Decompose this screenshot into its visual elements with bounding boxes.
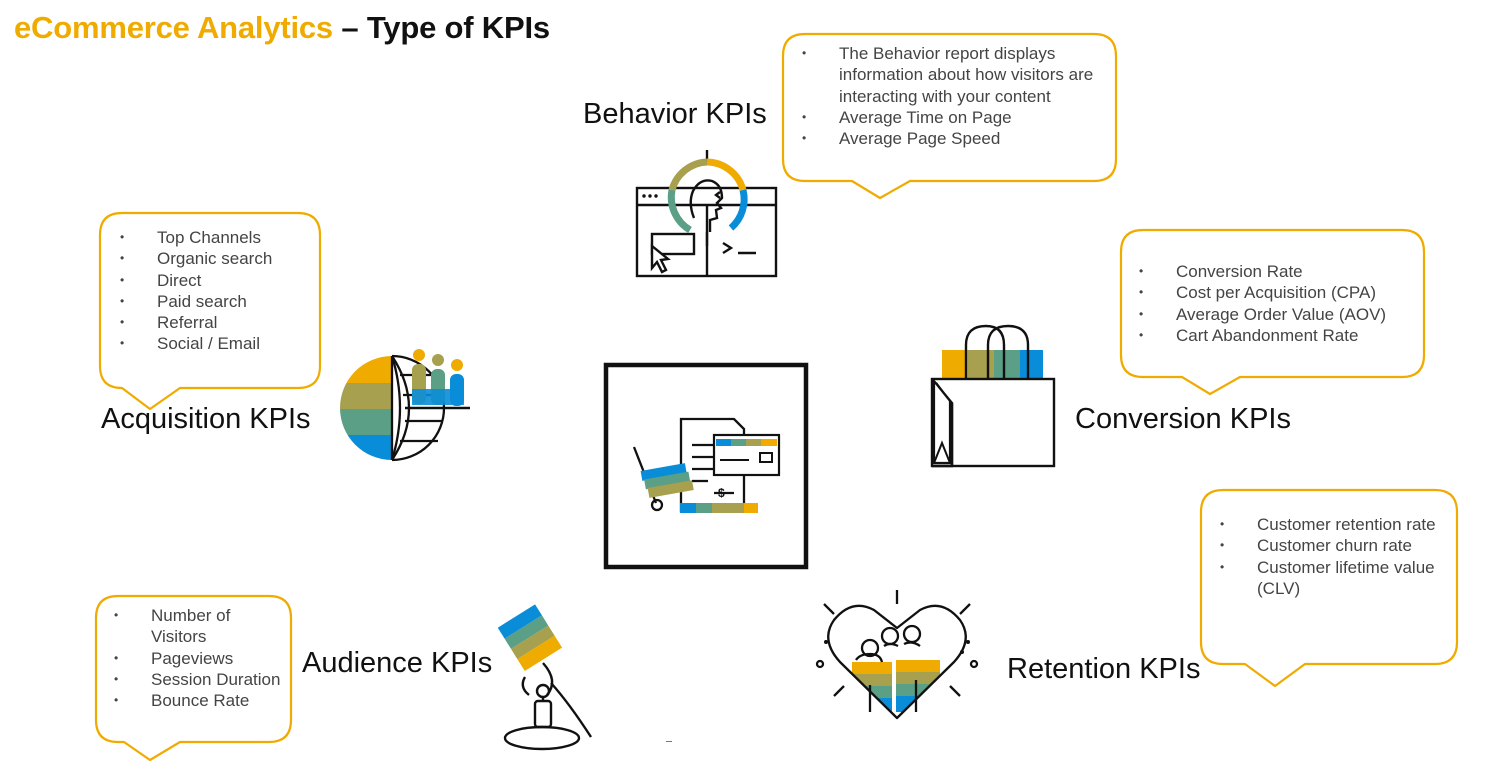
conversion-bubble-text: Conversion Rate Cost per Acquisition (CP… <box>1139 261 1429 346</box>
page-title: eCommerce Analytics – Type of KPIs <box>14 10 550 46</box>
divider <box>666 741 672 742</box>
heart-with-people-icon <box>815 590 979 720</box>
title-rest: – Type of KPIs <box>332 10 550 45</box>
list-item: Top Channels <box>120 227 320 249</box>
list-item: Cost per Acquisition (CPA) <box>1139 282 1429 304</box>
audience-kpis-label: Audience KPIs <box>302 647 493 679</box>
list-item: Referral <box>120 312 320 334</box>
list-item: Bounce Rate <box>114 690 286 712</box>
globe-with-people-icon <box>340 349 470 462</box>
list-item: Session Duration <box>114 669 286 691</box>
retention-bubble-text: Customer retention rate Customer churn r… <box>1220 514 1445 599</box>
list-item: Paid search <box>120 291 320 313</box>
list-item: Average Order Value (AOV) <box>1139 304 1429 326</box>
list-item: Number of Visitors <box>114 605 286 648</box>
person-on-screen-target-icon <box>635 150 778 278</box>
list-item: Pageviews <box>114 648 286 670</box>
list-item: Cart Abandonment Rate <box>1139 325 1429 347</box>
list-item: The Behavior report displays information… <box>802 43 1102 107</box>
conversion-kpis-label: Conversion KPIs <box>1075 403 1291 435</box>
svg-text:$: $ <box>718 486 725 500</box>
list-item: Average Page Speed <box>802 128 1102 150</box>
acquisition-kpis-label: Acquisition KPIs <box>101 403 311 435</box>
audience-bubble-text: Number of Visitors Pageviews Session Dur… <box>114 605 286 712</box>
behavior-bubble-text: The Behavior report displays information… <box>802 43 1102 150</box>
list-item: Social / Email <box>120 333 320 355</box>
title-highlight: eCommerce Analytics <box>14 10 333 45</box>
list-item: Customer lifetime value (CLV) <box>1220 557 1445 600</box>
list-item: Direct <box>120 270 320 292</box>
cart-invoice-credit-card-icon: $ <box>603 362 809 570</box>
list-item: Customer retention rate <box>1220 514 1445 536</box>
microphone-icon <box>497 604 593 751</box>
behavior-kpis-label: Behavior KPIs <box>583 98 767 130</box>
list-item: Customer churn rate <box>1220 535 1445 557</box>
list-item: Organic search <box>120 248 320 270</box>
shopping-bag-icon <box>930 324 1056 468</box>
list-item: Conversion Rate <box>1139 261 1429 283</box>
list-item: Average Time on Page <box>802 107 1102 129</box>
acquisition-bubble-text: Top Channels Organic search Direct Paid … <box>120 227 320 355</box>
retention-kpis-label: Retention KPIs <box>1007 653 1201 685</box>
